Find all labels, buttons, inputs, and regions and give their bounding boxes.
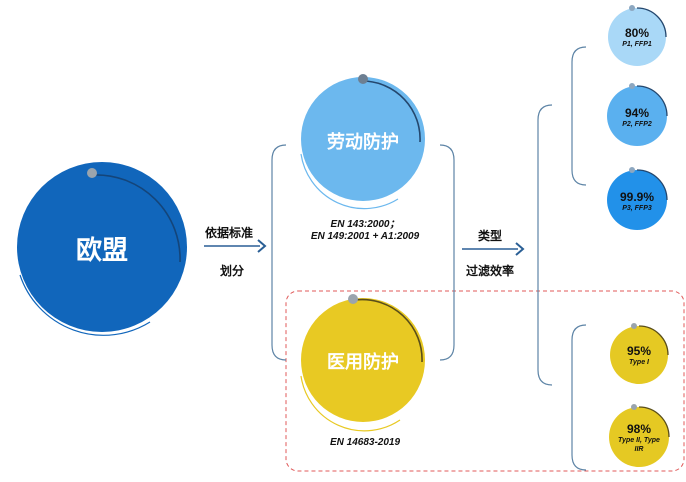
arrow-types — [462, 242, 525, 256]
level-type2-type: Type II, Type IIR — [618, 437, 660, 453]
level-p3-value: 99.9% — [619, 190, 655, 204]
level-p1-type: P1, FFP1 — [622, 41, 652, 48]
level-p2-value: 94% — [624, 106, 650, 120]
bracket-medical-levels — [571, 324, 587, 471]
level-p2-node — [607, 83, 668, 146]
type-label-line2: 过滤效率 — [466, 264, 515, 278]
bracket-labor-levels — [571, 46, 587, 186]
bracket-levels — [537, 104, 553, 386]
level-p2: 94% P2, FFP2 — [607, 106, 667, 129]
bracket-types — [439, 144, 455, 361]
level-type1: 95% Type I — [609, 344, 669, 367]
level-p1: 80% P1, FFP1 — [607, 26, 667, 49]
level-type2: 98% Type II, Type IIR — [609, 422, 669, 454]
root-node-dot — [87, 168, 97, 178]
labor-standard-line2: EN 149:2001 + A1:2009 — [310, 231, 420, 242]
split-label-line1: 依据标准 — [205, 226, 254, 240]
split-label-line2: 划分 — [220, 264, 245, 278]
root-label: 欧盟 — [75, 236, 128, 266]
level-type2-node — [609, 404, 670, 467]
level-type2-value: 98% — [626, 422, 652, 436]
labor-node — [300, 74, 425, 210]
level-type1-node — [610, 323, 669, 384]
arrow-standards — [204, 239, 267, 253]
type-label-line1: 类型 — [478, 229, 503, 243]
root-node — [17, 162, 187, 336]
level-p3-node — [607, 167, 668, 230]
medical-node — [300, 294, 425, 432]
level-type1-value: 95% — [626, 344, 652, 358]
bracket-standards — [271, 144, 287, 361]
medical-label: 医用防护 — [327, 352, 399, 373]
labor-label: 劳动防护 — [327, 132, 399, 153]
level-p3: 99.9% P3, FFP3 — [607, 190, 667, 213]
medical-highlight-box — [285, 290, 685, 472]
level-p3-type: P3, FFP3 — [622, 205, 652, 212]
level-type1-type: Type I — [629, 359, 649, 366]
medical-standard: EN 14683-2019 — [329, 437, 401, 448]
level-p2-type: P2, FFP2 — [622, 121, 652, 128]
labor-standard-line1: EN 143:2000； — [330, 219, 400, 230]
level-p1-value: 80% — [624, 26, 650, 40]
level-p1-node — [608, 5, 667, 66]
